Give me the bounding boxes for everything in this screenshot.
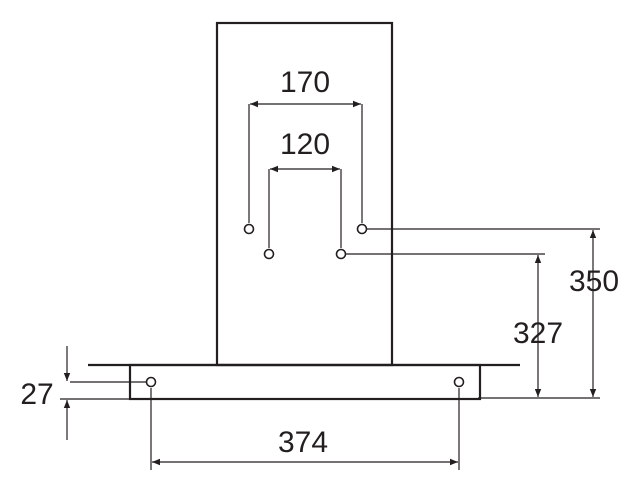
dimension-170-label: 170 bbox=[280, 66, 330, 99]
dimension-374-label: 374 bbox=[278, 426, 328, 459]
dimension-170: 170 bbox=[248, 66, 363, 223]
dimension-27: 27 bbox=[20, 346, 146, 440]
shelf-body bbox=[128, 363, 482, 401]
dimension-374: 374 bbox=[150, 388, 460, 470]
dimension-120-label: 120 bbox=[280, 128, 330, 161]
hole-lower-left bbox=[263, 248, 275, 260]
hole-upper-left bbox=[243, 223, 255, 235]
dimension-327-label: 327 bbox=[513, 317, 563, 350]
dimension-120: 120 bbox=[268, 128, 342, 248]
hole-upper-right bbox=[356, 223, 368, 235]
dimension-327: 327 bbox=[346, 253, 563, 397]
dimension-27-label: 27 bbox=[20, 378, 53, 411]
shelf-hole-right bbox=[453, 376, 465, 388]
hole-lower-right bbox=[335, 248, 347, 260]
shelf-hole-left bbox=[145, 376, 157, 388]
dimension-350: 350 bbox=[367, 228, 619, 399]
dimension-350-label: 350 bbox=[569, 265, 619, 298]
